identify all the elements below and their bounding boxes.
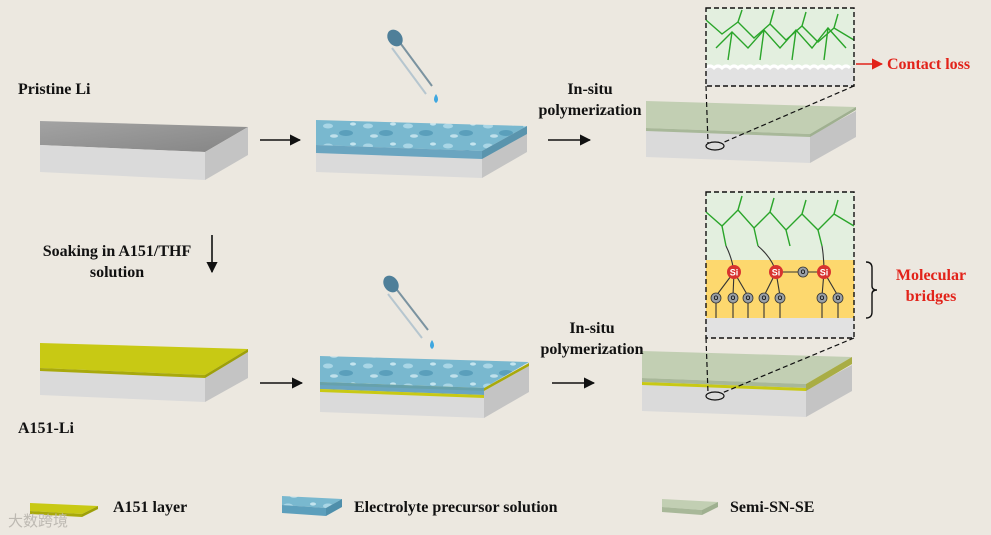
dropper-icon	[383, 275, 434, 349]
molecular-bridges-label: Molecular bridges	[895, 267, 967, 305]
dropper-icon	[387, 29, 438, 103]
contact-loss-zoom-inset	[704, 7, 884, 144]
pristine-li-label: Pristine Li	[18, 81, 91, 98]
molecular-bridges-zoom-inset: Si Si Si O O O O O O O O	[705, 191, 878, 394]
semi-sn-se-on-li-slab	[646, 101, 856, 163]
o-label: O	[731, 296, 736, 302]
soaking-step-label: Soaking in A151/THF solution	[42, 243, 192, 281]
electrolyte-on-li-slab	[316, 120, 527, 178]
si-label: Si	[772, 268, 781, 278]
legend-semi-sn-se-swatch	[662, 499, 718, 515]
legend-a151-label: A151 layer	[113, 499, 188, 516]
a151-li-slab	[40, 343, 248, 402]
legend-electrolyte-swatch	[282, 496, 342, 516]
si-label: Si	[730, 268, 739, 278]
o-label: O	[836, 296, 841, 302]
legend-semi-sn-se-label: Semi-SN-SE	[730, 499, 815, 516]
si-atoms: Si Si Si	[727, 265, 831, 279]
si-label: Si	[820, 268, 829, 278]
semi-sn-se-on-a151-li-slab	[642, 351, 852, 417]
contact-loss-label: Contact loss	[887, 56, 971, 73]
pristine-li-slab	[40, 121, 248, 180]
o-label: O	[762, 296, 767, 302]
o-label: O	[778, 296, 783, 302]
legend-a151-swatch	[30, 503, 98, 517]
o-label: O	[801, 270, 806, 276]
o-label: O	[714, 296, 719, 302]
legend-electrolyte-label: Electrolyte precursor solution	[354, 499, 558, 516]
watermark: 大数跨境	[8, 512, 69, 530]
o-label: O	[746, 296, 751, 302]
o-atoms	[710, 266, 844, 304]
bracket-icon	[865, 261, 878, 319]
a151-li-label: A151-Li	[18, 420, 74, 437]
insitu-polymerization-label-bottom: In-situ polymerization	[540, 320, 644, 358]
electrolyte-on-a151-li-slab	[320, 356, 529, 418]
o-label: O	[820, 296, 825, 302]
insitu-polymerization-label-top: In-situ polymerization	[538, 81, 642, 119]
